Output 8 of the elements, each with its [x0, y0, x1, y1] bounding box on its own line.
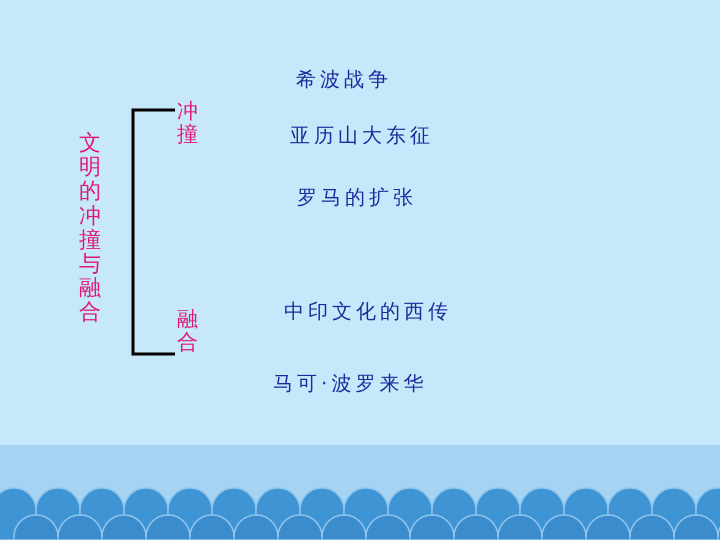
vertical-title-text: 融合 — [177, 308, 198, 354]
event-text: 马可·波罗来华 — [273, 370, 428, 397]
vertical-title-text: 文明的冲撞与融合 — [79, 132, 101, 326]
event-text: 希波战争 — [296, 66, 392, 93]
vertical-title-text: 冲撞 — [177, 100, 198, 146]
event-text: 罗马的扩张 — [297, 184, 417, 211]
event-text: 亚历山大东征 — [290, 122, 434, 149]
event-text: 中印文化的西传 — [284, 298, 452, 325]
